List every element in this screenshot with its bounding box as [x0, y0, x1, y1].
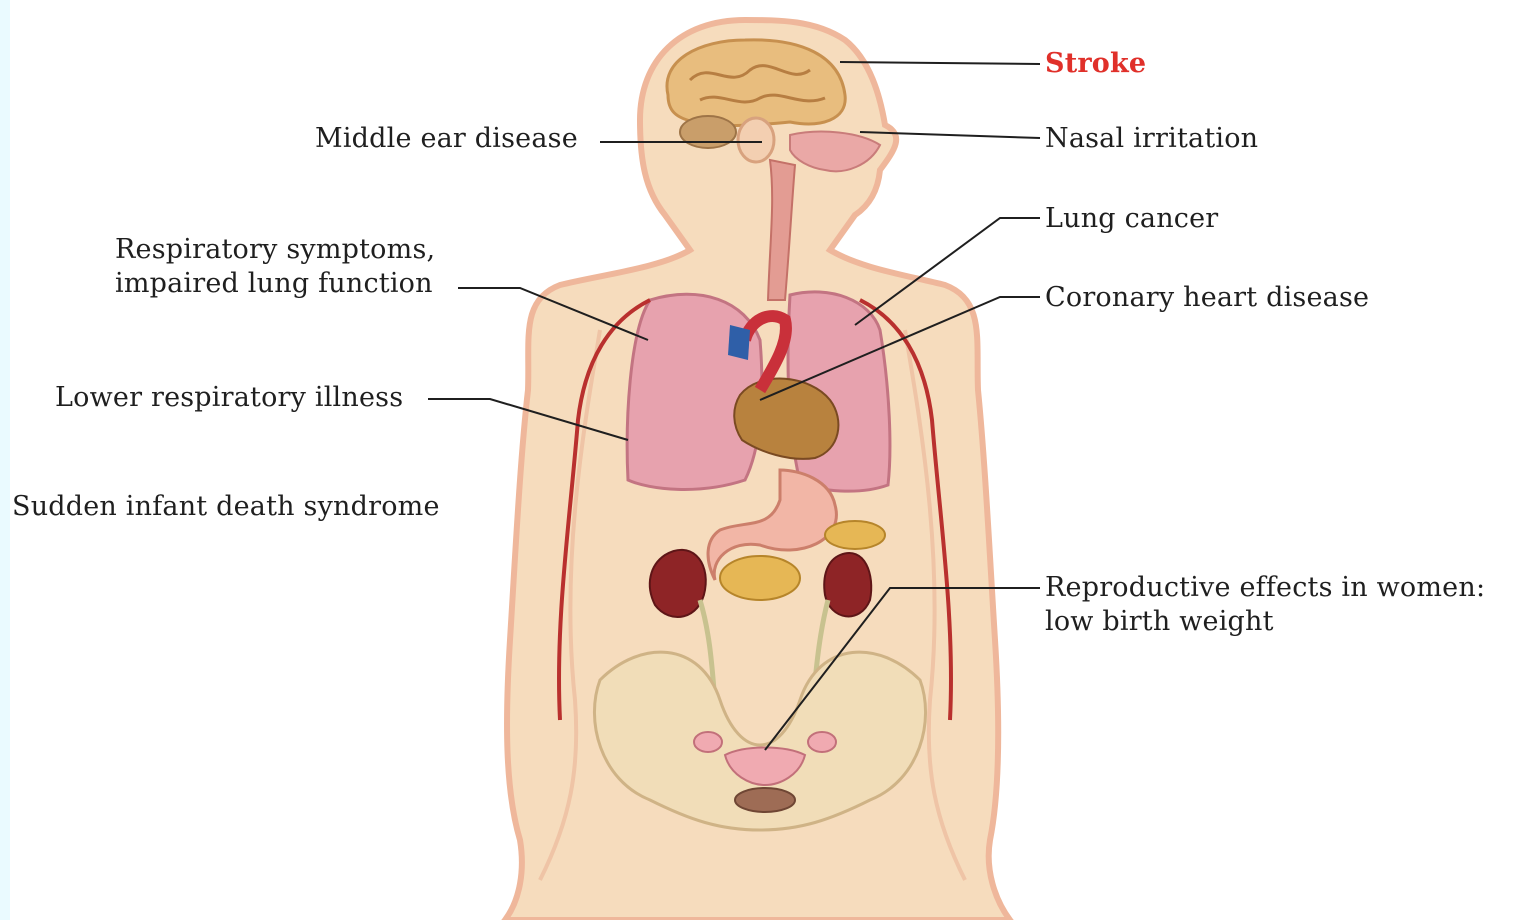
cerebellum — [680, 116, 736, 148]
left-kidney — [650, 550, 706, 617]
label-lung-cancer: Lung cancer — [1045, 202, 1218, 236]
label-respiratory-symptoms-line1: Respiratory symptoms, — [115, 233, 435, 267]
label-middle-ear-disease: Middle ear disease — [315, 122, 578, 156]
label-sudden-infant-death-syndrome: Sudden infant death syndrome — [12, 490, 440, 524]
label-lower-respiratory-illness: Lower respiratory illness — [55, 381, 403, 415]
vena-cava — [728, 325, 750, 360]
label-respiratory-symptoms-line2: impaired lung function — [115, 267, 435, 301]
label-stroke: Stroke — [1045, 47, 1146, 81]
pancreas — [825, 521, 885, 549]
label-reproductive-effects: Reproductive effects in women: low birth… — [1045, 571, 1485, 639]
label-nasal-irritation: Nasal irritation — [1045, 122, 1258, 156]
label-reproductive-effects-line2: low birth weight — [1045, 605, 1485, 639]
label-coronary-heart-disease: Coronary heart disease — [1045, 281, 1369, 315]
leader-stroke — [840, 62, 1040, 64]
right-kidney — [824, 553, 871, 616]
label-respiratory-symptoms: Respiratory symptoms, impaired lung func… — [115, 233, 435, 301]
ovary-left — [694, 732, 722, 752]
ovary-right — [808, 732, 836, 752]
label-reproductive-effects-line1: Reproductive effects in women: — [1045, 571, 1485, 605]
brain — [667, 40, 845, 126]
liver-segment — [720, 556, 800, 600]
ear — [738, 118, 774, 162]
rectum — [735, 788, 795, 812]
